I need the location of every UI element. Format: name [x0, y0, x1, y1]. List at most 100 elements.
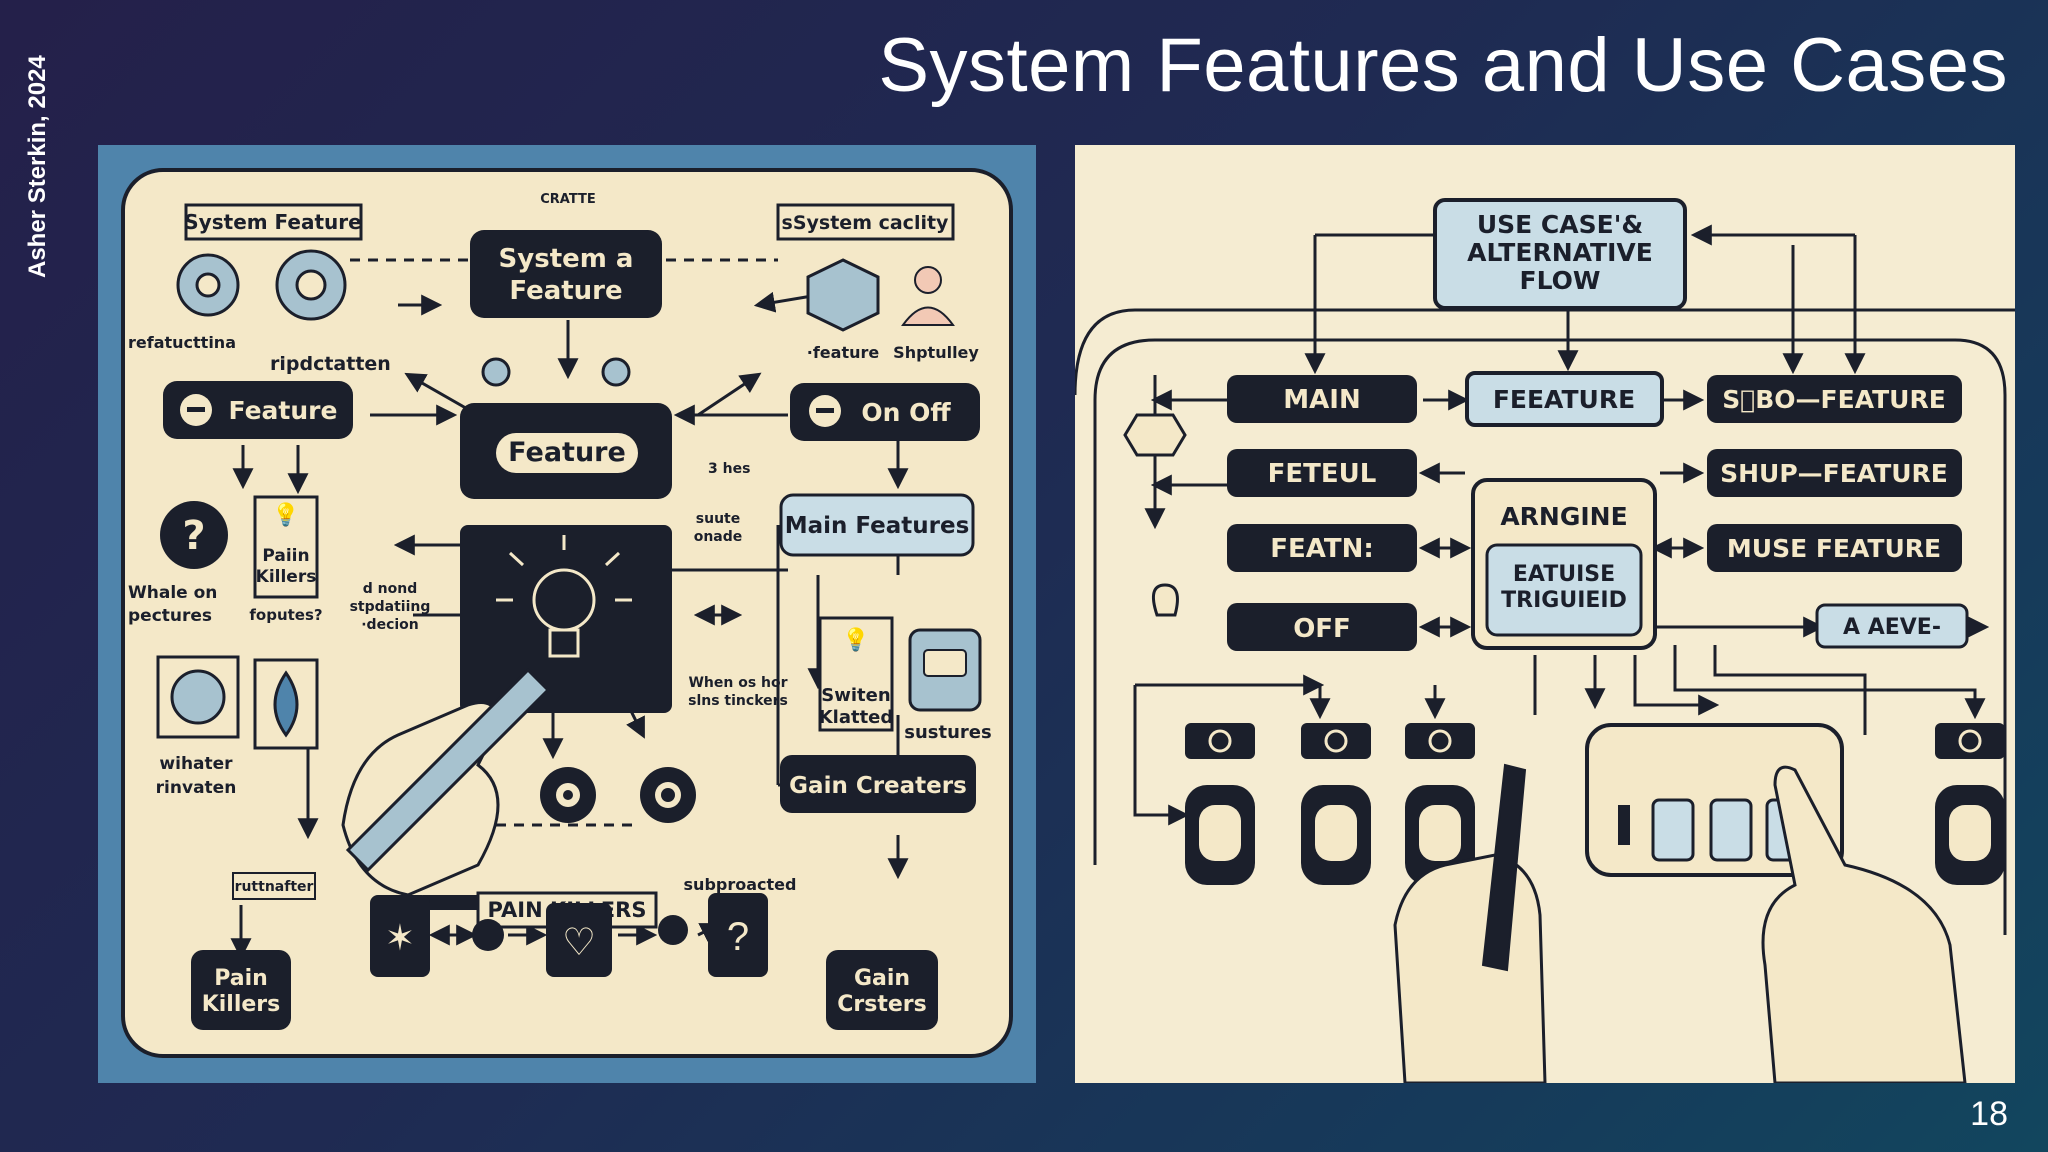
switch-box	[818, 616, 894, 732]
right-illustration: USE CASE'& ALTERNATIVE FLOW MAIN FETEUL …	[1075, 145, 2015, 1083]
author-credit: Asher Sterkin, 2024	[24, 55, 51, 278]
pain-killers-bottom-box	[191, 950, 291, 1030]
heart-card	[546, 903, 612, 977]
when-label: When os hor	[688, 675, 787, 691]
wihater-label: wihater	[159, 754, 233, 774]
system-feature-label: System Feature	[184, 210, 361, 234]
slns-label: slns tinckers	[688, 693, 788, 709]
muse-feature-label: MUSE FEATURE	[1727, 534, 1941, 563]
crsters-bottom-label: Crsters	[837, 992, 926, 1017]
hand-with-pen-icon	[1393, 763, 1547, 1083]
shup-feature-label: SHUP—FEATURE	[1720, 459, 1948, 488]
slide-title: System Features and Use Cases	[878, 23, 2008, 108]
rinvaten-label: rinvaten	[156, 778, 237, 798]
star-card	[370, 895, 430, 977]
target-icon	[640, 767, 696, 823]
gain-bottom-label: Gain	[854, 966, 910, 991]
center-feature-label: Feature	[508, 437, 626, 468]
use-case-box	[1433, 198, 1687, 310]
triguieid-label: TRIGUIEID	[1501, 588, 1627, 613]
eatuise-label: EATUISE	[1513, 562, 1615, 587]
aaeve-box	[1815, 603, 1969, 649]
ruttnafter-label: ruttnafter	[235, 879, 314, 895]
feeature-label: FEEATURE	[1493, 385, 1635, 414]
main-box	[1227, 375, 1417, 423]
sbo-feature-box	[1707, 375, 1962, 423]
klatted-label: Klatted	[819, 707, 894, 728]
system-feature-box	[184, 203, 363, 241]
switch-icon	[1405, 723, 1475, 885]
left-illustration: CRATTE System Feature sSystem caclity Sy…	[98, 145, 1036, 1083]
gear-icon	[176, 253, 240, 317]
star-icon: ✶	[385, 917, 415, 958]
3hes-label: 3 hes	[708, 461, 750, 477]
person-icon	[901, 266, 955, 326]
system-a-feature-box	[470, 230, 662, 318]
pain-bottom-label: Pain	[214, 966, 268, 991]
bell-icon	[1151, 583, 1179, 617]
lightbulb-panel	[460, 525, 672, 713]
svg-text:?: ?	[182, 513, 205, 559]
slider-icon	[1618, 805, 1630, 845]
feature-small-label: ·feature	[807, 343, 880, 362]
balloon-icon	[481, 357, 631, 387]
aaeve-label: A AEVE-	[1843, 615, 1941, 640]
main-features-label: Main Features	[785, 513, 970, 539]
wiring-lines	[1075, 224, 2015, 935]
gain-creaters-label: Gain Creaters	[789, 773, 967, 799]
heart-icon: ♡	[562, 922, 596, 964]
pectures-label: pectures	[128, 606, 212, 626]
gear-icon	[170, 669, 226, 725]
minus-feature-box	[163, 381, 353, 439]
pain-killers-small-box	[253, 495, 319, 599]
hand-with-pen-icon	[341, 667, 551, 910]
feteul-box	[1227, 449, 1417, 497]
refactoring-label: refatucttina	[128, 333, 236, 352]
stpdatiing-label: stpdatiing	[350, 599, 431, 615]
target-icon	[540, 767, 596, 823]
flow-label: FLOW	[1520, 266, 1601, 295]
main-label: MAIN	[1283, 385, 1360, 415]
pointing-hand-icon	[1761, 765, 1967, 1083]
off-box	[1227, 603, 1417, 651]
featn-label: FEATN:	[1270, 534, 1374, 564]
water-drop-icon	[273, 670, 299, 738]
use-case-label: USE CASE'&	[1477, 210, 1643, 239]
cratte-label: CRATTE	[540, 192, 596, 207]
question-gear-icon	[160, 501, 228, 569]
suute-label: suute	[696, 511, 740, 527]
ripdctatten-label: ripdctatten	[270, 353, 391, 375]
hexagon-icon	[1123, 413, 1187, 457]
switch-icon	[1935, 723, 2005, 885]
lightbulb-small-icon: 💡	[272, 502, 299, 527]
shptulley-label: Shptulley	[893, 343, 979, 362]
gear-icon	[275, 249, 347, 321]
feteul-label: FETEUL	[1268, 459, 1377, 489]
foputes-label: foputes?	[249, 606, 322, 624]
killers-bottom-label: Killers	[202, 992, 281, 1017]
shup-feature-box	[1707, 449, 1962, 497]
minus-feature-label: Feature	[229, 396, 338, 425]
lightbulb-icon	[496, 535, 632, 658]
main-features-box	[779, 493, 975, 557]
page-number: 18	[1970, 1095, 2008, 1133]
system-capacity-label: sSystem caclity	[782, 212, 950, 234]
feeature-box	[1465, 371, 1664, 427]
hook-icon: ?	[727, 915, 749, 959]
switch-icon	[1185, 723, 1255, 885]
subproacted-label: subproacted	[684, 875, 797, 894]
on-off-box	[790, 383, 980, 441]
muse-feature-box	[1707, 524, 1962, 572]
pain-small-label: Paiin	[262, 546, 309, 566]
right-diagram-svg: USE CASE'& ALTERNATIVE FLOW MAIN FETEUL …	[1075, 198, 2015, 1083]
system-capacity-box	[776, 203, 955, 241]
whale-label: Whale on	[128, 583, 217, 603]
ball-icon	[658, 915, 688, 945]
gain-creaters-box	[780, 755, 976, 813]
lightbulb-small-icon: 💡	[842, 627, 869, 652]
on-off-label: On Off	[861, 398, 951, 427]
featn-box	[1227, 524, 1417, 572]
ball-icon	[472, 919, 504, 951]
feature-under-system-label: Feature	[509, 276, 622, 306]
alternative-label: ALTERNATIVE	[1467, 238, 1653, 267]
